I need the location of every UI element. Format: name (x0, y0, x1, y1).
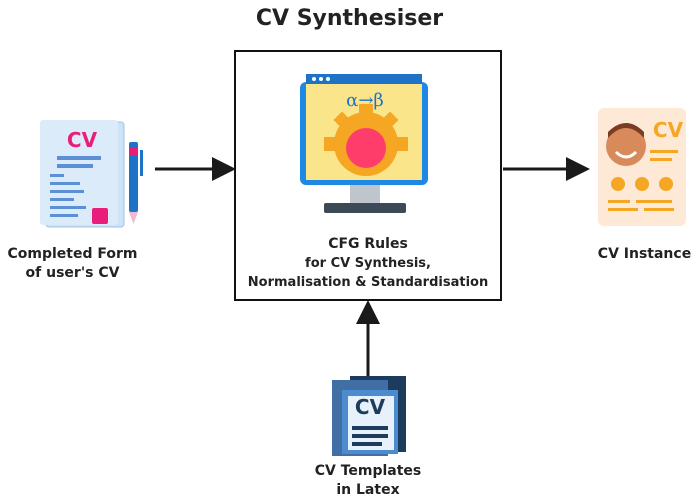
templates-label-line2: in Latex (336, 482, 400, 498)
cfg-rules-box (234, 50, 502, 301)
cfg-rules-line3: Normalisation & Standardisation (247, 275, 489, 290)
templates-label: CV Templates in Latex (280, 462, 456, 500)
cfg-rules-line2: for CV Synthesis, (305, 256, 431, 271)
latex-templates-icon (330, 376, 410, 462)
monitor-gear-icon (300, 70, 440, 229)
cv-instance-icon (598, 108, 690, 230)
templates-icon-text: CV (354, 395, 386, 419)
form-label-line2: of user's CV (25, 265, 120, 281)
form-document-icon (40, 120, 155, 234)
form-label: Completed Form of user's CV (0, 245, 145, 283)
formula-alpha-beta: α→β (346, 90, 384, 111)
cfg-rules-title: CFG Rules (328, 236, 408, 252)
form-label-line1: Completed Form (7, 246, 138, 262)
form-icon-cv-text: CV (66, 128, 98, 152)
diagram-title: CV Synthesiser (255, 6, 444, 31)
templates-label-line1: CV Templates (314, 463, 422, 479)
cv-instance-label: CV Instance (597, 246, 692, 262)
cv-instance-icon-text: CV (652, 118, 684, 142)
cfg-rules-label: CFG Rules for CV Synthesis, Normalisatio… (236, 235, 500, 292)
